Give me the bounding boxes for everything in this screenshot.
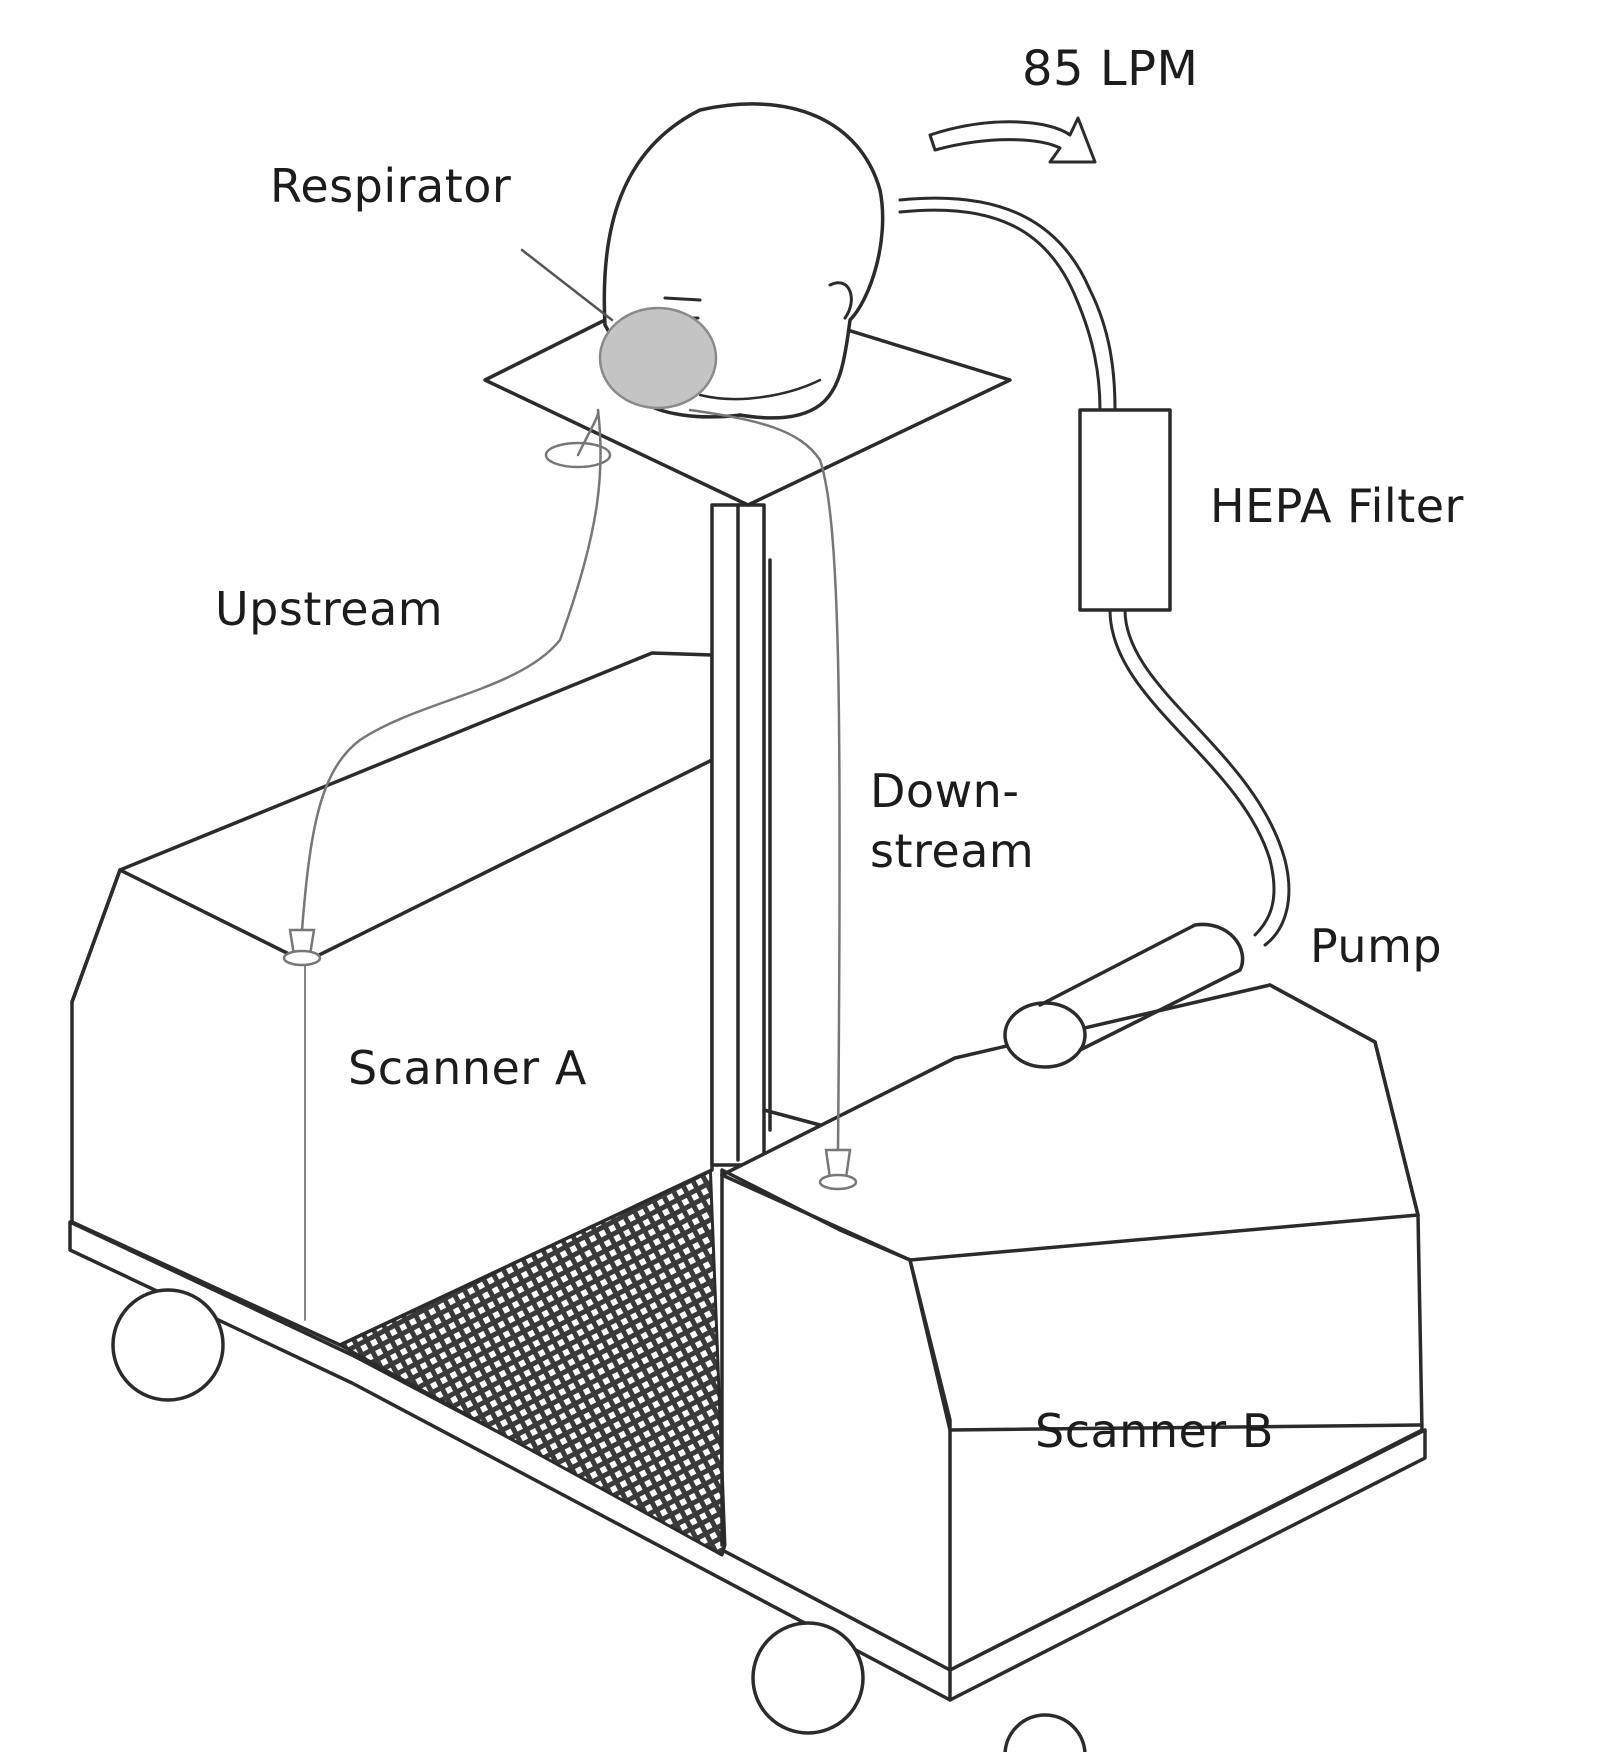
upstream-sample-line [282,408,612,967]
exhaust-tube-to-filter [898,196,1117,412]
scanner-b-unit [720,983,1424,1672]
pump [1003,922,1245,1069]
respirator-pointer [520,248,614,322]
tube-filter-to-pump [1108,608,1291,947]
hepa-filter-label: HEPA Filter [1210,479,1464,533]
scanner-a-unit [70,651,714,1347]
upstream-label: Upstream [215,582,444,636]
center-column [710,503,822,1167]
scanner-b-label: Scanner B [1035,1404,1274,1458]
respirator-label: Respirator [270,159,512,213]
downstream-label: Down- stream [870,764,1035,878]
downstream-sample-line [688,408,858,1191]
flow-direction-arrow [928,116,1097,164]
scanner-a-label: Scanner A [348,1041,587,1095]
caster-wheels [111,1288,1087,1752]
hepa-filter [1078,408,1172,612]
respirator-mask [598,306,718,410]
flow-rate-label: 85 LPM [1022,41,1199,97]
pump-label: Pump [1310,919,1443,973]
